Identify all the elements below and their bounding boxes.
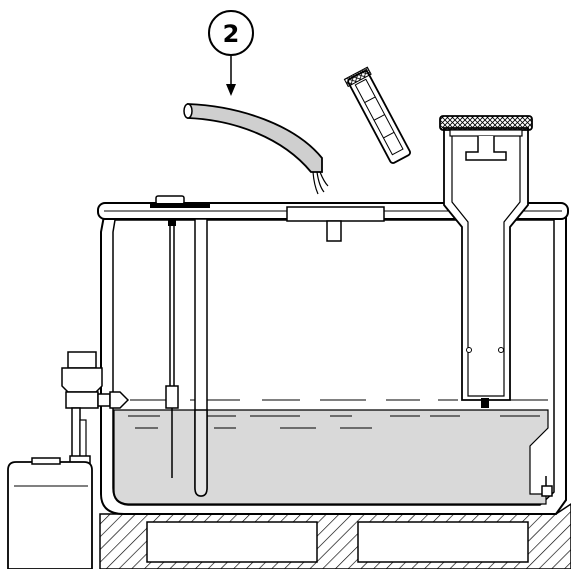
outlet-valve <box>61 351 130 469</box>
dip-tube <box>194 218 208 497</box>
water-body <box>113 399 549 505</box>
hose <box>183 103 329 195</box>
filler-cap <box>439 115 533 161</box>
floor-base <box>99 503 571 569</box>
removed-cover <box>343 66 411 164</box>
drain-outlet <box>541 476 553 497</box>
canister <box>7 457 93 569</box>
filler-neck <box>443 127 529 408</box>
callout-number: 2 <box>223 20 240 48</box>
level-sensor-probe <box>165 218 179 478</box>
callout-2: 2 <box>208 10 254 96</box>
